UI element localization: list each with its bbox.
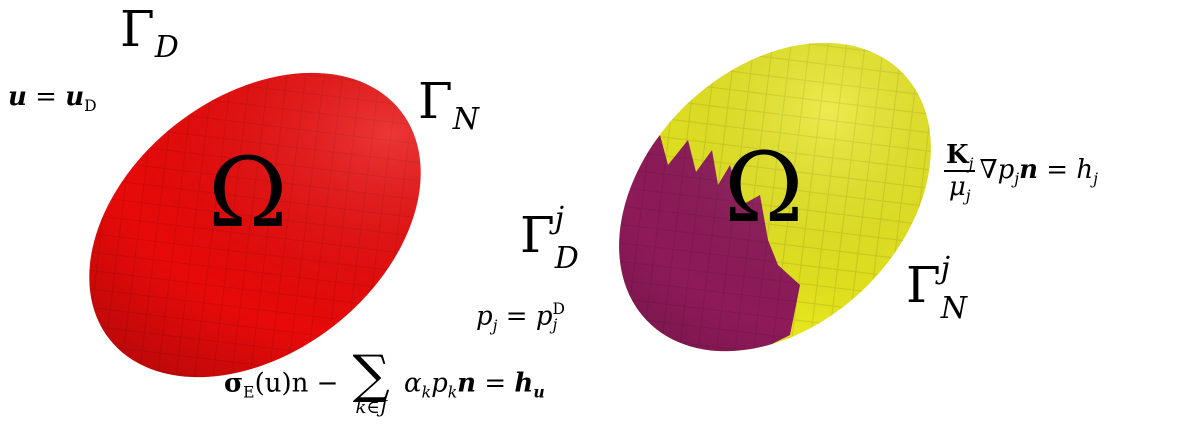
gamma-n-label: ΓN <box>418 72 479 137</box>
solid-domain-label: Ω <box>208 137 288 249</box>
dirichlet-condition-label: u = uD <box>8 82 97 116</box>
sum-operator: ∑ k∈J <box>352 345 390 418</box>
fluid-domain-label: Ω <box>724 132 804 244</box>
flux-condition-label: Kj μj ∇pjn = hj <box>944 140 1098 206</box>
permeability-fraction: Kj μj <box>944 140 976 206</box>
traction-condition-label: σE(u)n − ∑ k∈J αkpkn = hu <box>224 345 545 418</box>
gamma-d-label: ΓD <box>120 0 179 65</box>
